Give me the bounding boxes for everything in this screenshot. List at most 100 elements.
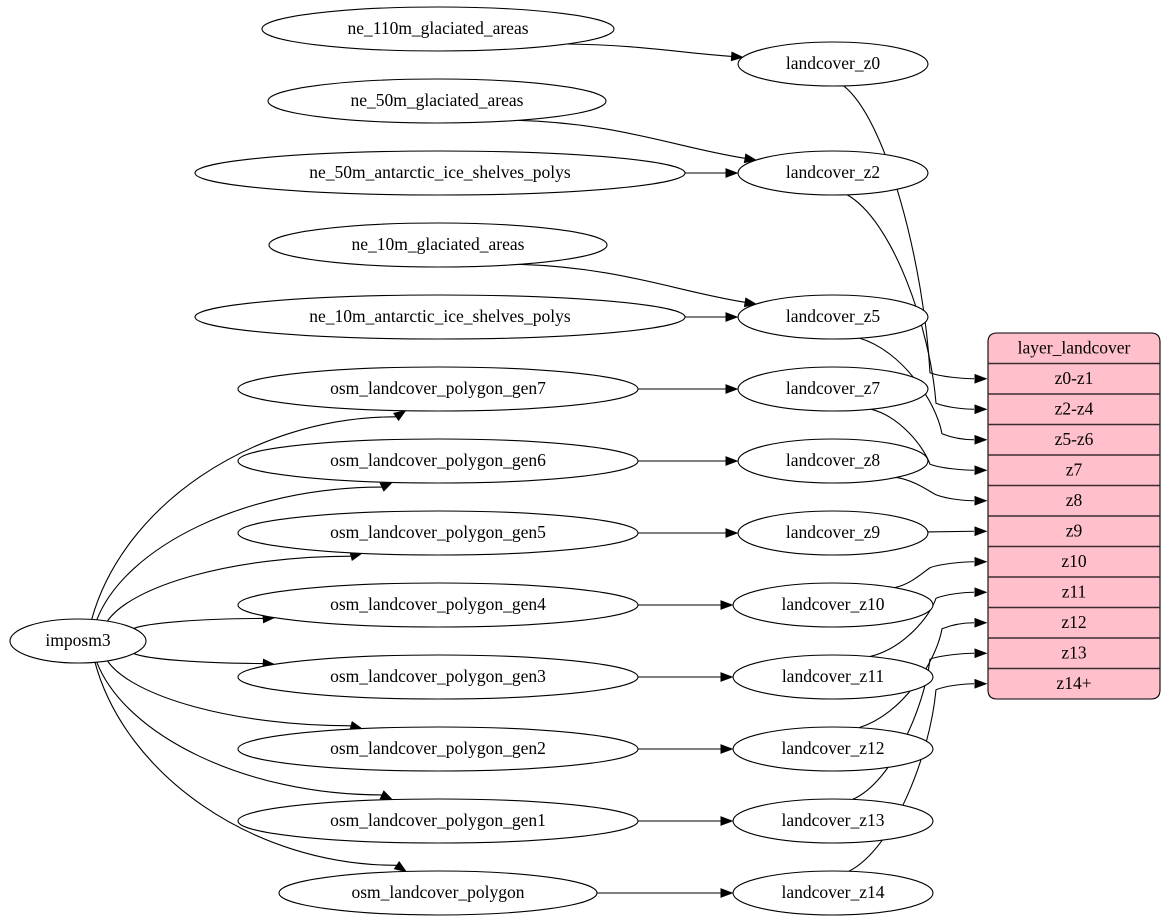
node-ne_50m_antarctic_ice_shelves_polys[interactable]: ne_50m_antarctic_ice_shelves_polys: [194, 150, 686, 196]
node-landcover_z8[interactable]: landcover_z8: [737, 438, 929, 484]
node-shape: [732, 726, 934, 772]
record-row-z8[interactable]: z8: [1066, 490, 1083, 510]
node-shape: [737, 41, 929, 87]
node-label: ne_110m_glaciated_areas: [347, 18, 528, 38]
edge-arrowhead: [974, 495, 988, 506]
edge-arrowhead: [720, 600, 734, 610]
node-shape: [237, 510, 639, 556]
node-label: landcover_z2: [786, 162, 880, 182]
node-label: osm_landcover_polygon_gen1: [330, 810, 546, 830]
edge-arrowhead: [743, 297, 758, 308]
node-shape: [737, 294, 929, 340]
edge: [869, 591, 975, 658]
node-shape: [732, 798, 934, 844]
node-landcover_z2[interactable]: landcover_z2: [737, 150, 929, 196]
node-landcover_z0[interactable]: landcover_z0: [737, 41, 929, 87]
node-osm_landcover_polygon[interactable]: osm_landcover_polygon: [278, 870, 598, 916]
edge: [518, 263, 746, 303]
node-shape: [237, 366, 639, 412]
node-label: osm_landcover_polygon_gen6: [330, 450, 546, 470]
node-shape: [194, 150, 686, 196]
node-osm_landcover_polygon_gen3[interactable]: osm_landcover_polygon_gen3: [237, 654, 639, 700]
node-ne_10m_glaciated_areas[interactable]: ne_10m_glaciated_areas: [268, 222, 608, 268]
node-landcover_z5[interactable]: landcover_z5: [737, 294, 929, 340]
node-shape: [267, 78, 607, 124]
edge: [870, 408, 975, 471]
edge: [846, 194, 975, 410]
record-table-layer: layer_landcoverz0-z1z2-z4z5-z6z7z8z9z10z…: [987, 332, 1161, 700]
record-row-z5-z6[interactable]: z5-z6: [1055, 429, 1094, 449]
record-row-z7[interactable]: z7: [1066, 459, 1083, 479]
node-shape: [737, 150, 929, 196]
edge: [133, 617, 264, 629]
node-label: landcover_z11: [782, 666, 884, 686]
node-shape: [268, 222, 608, 268]
edge: [566, 43, 732, 57]
edge-arrowhead: [743, 153, 758, 164]
record-row-z14+[interactable]: z14+: [1056, 673, 1091, 693]
node-label: ne_50m_antarctic_ice_shelves_polys: [309, 162, 571, 182]
edge-arrowhead: [974, 678, 988, 689]
node-ne_50m_glaciated_areas[interactable]: ne_50m_glaciated_areas: [267, 78, 607, 124]
edge-arrowhead: [393, 409, 407, 422]
edge-arrowhead: [974, 373, 988, 384]
node-label: osm_landcover_polygon: [351, 882, 524, 902]
node-shape: [237, 438, 639, 484]
edge-arrowhead: [725, 456, 739, 466]
edge: [94, 662, 397, 866]
record-row-z9[interactable]: z9: [1066, 520, 1083, 540]
node-osm_landcover_polygon_gen1[interactable]: osm_landcover_polygon_gen1: [237, 798, 639, 844]
node-label: ne_10m_glaciated_areas: [352, 234, 525, 254]
node-shape: [194, 294, 686, 340]
edge: [96, 486, 383, 621]
node-imposm3[interactable]: imposm3: [9, 618, 147, 664]
node-shape: [737, 438, 929, 484]
record-row-z13[interactable]: z13: [1061, 642, 1087, 662]
node-label: landcover_z7: [786, 378, 881, 398]
node-label: osm_landcover_polygon_gen2: [330, 738, 546, 758]
edge: [517, 119, 746, 159]
edge: [106, 660, 352, 727]
edge-arrowhead: [725, 312, 739, 322]
edge-arrowhead: [974, 404, 988, 415]
node-osm_landcover_polygon_gen7[interactable]: osm_landcover_polygon_gen7: [237, 366, 639, 412]
node-shape: [9, 618, 147, 664]
node-landcover_z7[interactable]: landcover_z7: [737, 366, 929, 412]
node-osm_landcover_polygon_gen6[interactable]: osm_landcover_polygon_gen6: [237, 438, 639, 484]
node-ne_10m_antarctic_ice_shelves_polys[interactable]: ne_10m_antarctic_ice_shelves_polys: [194, 294, 686, 340]
edge: [894, 561, 975, 589]
edge-arrowhead: [974, 465, 988, 476]
record-row-z12[interactable]: z12: [1061, 612, 1086, 632]
node-shape: [261, 6, 615, 52]
node-osm_landcover_polygon_gen2[interactable]: osm_landcover_polygon_gen2: [237, 726, 639, 772]
node-landcover_z11[interactable]: landcover_z11: [732, 654, 934, 700]
record-row-z0-z1[interactable]: z0-z1: [1055, 368, 1094, 388]
node-osm_landcover_polygon_gen5[interactable]: osm_landcover_polygon_gen5: [237, 510, 639, 556]
edge-arrowhead: [720, 744, 734, 754]
edge-arrowhead: [730, 51, 745, 62]
edge-arrowhead: [974, 526, 988, 537]
node-label: landcover_z10: [781, 594, 884, 614]
node-ne_110m_glaciated_areas[interactable]: ne_110m_glaciated_areas: [261, 6, 615, 52]
record-row-z10[interactable]: z10: [1061, 551, 1087, 571]
node-label: landcover_z12: [781, 738, 884, 758]
edge-arrowhead: [379, 481, 394, 492]
node-label: landcover_z13: [781, 810, 884, 830]
edge-arrowhead: [725, 528, 739, 538]
edge-arrowhead: [720, 672, 734, 682]
node-landcover_z10[interactable]: landcover_z10: [732, 582, 934, 628]
node-label: ne_50m_glaciated_areas: [351, 90, 524, 110]
edge: [927, 530, 975, 533]
node-label: landcover_z5: [786, 306, 881, 326]
node-osm_landcover_polygon_gen4[interactable]: osm_landcover_polygon_gen4: [237, 582, 639, 628]
node-landcover_z9[interactable]: landcover_z9: [737, 510, 929, 556]
record-row-z2-z4[interactable]: z2-z4: [1055, 398, 1094, 418]
node-landcover_z13[interactable]: landcover_z13: [732, 798, 934, 844]
edge: [133, 653, 264, 665]
record-row-z11[interactable]: z11: [1062, 581, 1087, 601]
node-landcover_z12[interactable]: landcover_z12: [732, 726, 934, 772]
node-shape: [237, 654, 639, 700]
node-label: osm_landcover_polygon_gen7: [330, 378, 546, 398]
edge: [106, 555, 352, 622]
node-landcover_z14[interactable]: landcover_z14: [732, 870, 934, 916]
